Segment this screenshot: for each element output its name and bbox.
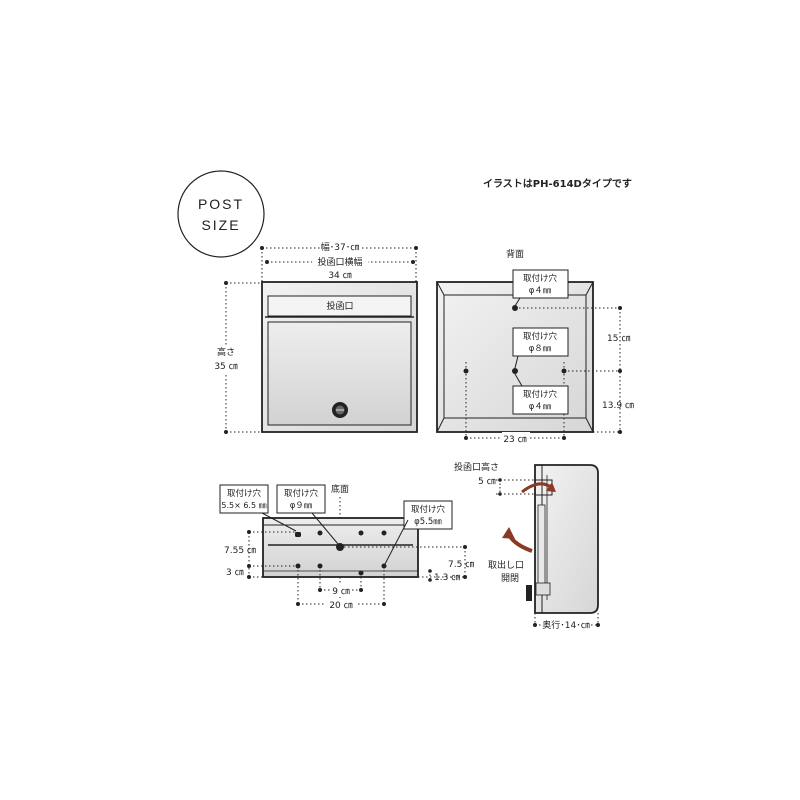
bottom-callout-c [403,500,453,530]
bottom-callout-b [276,484,326,514]
side-depth-label: 奥行･14･㎝ [542,619,589,631]
bottom-view: 底面 取付け穴 5.5× 6.5 ㎜ 取付け穴 φ９㎜ 取付け穴 φ5.5㎜ [219,483,474,611]
illustration-note: イラストはPH-614Dタイプです [483,177,632,190]
side-slot-height-value: 5 ㎝ [478,477,496,487]
back-callout-top [512,269,569,299]
back-dim-lower: 13.9 ㎝ [602,401,634,411]
back-hole-center [512,368,518,374]
side-takeout-action: 開閉 [501,573,519,584]
back-callout-mid [512,327,569,357]
back-callout-low [512,385,569,415]
bottom-hole_b-title: 取付け穴 [284,488,319,499]
bottom-dim-left-lower: 3 ㎝ [226,568,244,578]
bottom-dim-inner: 9 ㎝ [332,587,350,597]
front-view: 幅･37･㎝ 投函口横幅 34 ㎝ 高さ 35 ㎝ 投函口 [212,240,418,434]
bottom-dim-left-upper: 7.55 ㎝ [224,546,256,556]
bottom-hole_a-size: 5.5× 6.5 ㎜ [221,501,266,510]
bottom-hole_a-title: 取付け穴 [227,488,262,499]
bottom-dim-right-upper: 7.5 ㎝ [448,560,474,570]
back-hole_mid-size: φ８㎜ [529,344,552,354]
back-hole_top-title: 取付け穴 [523,273,558,284]
front-height-label: 高さ [217,346,235,358]
back-hole_low-title: 取付け穴 [523,389,558,400]
bottom-callout-a [219,484,269,514]
bottom-hole_b-size: φ９㎜ [290,501,313,511]
side-view: 投函口高さ 5 ㎝ 取出し口 開閉 奥行･14･㎝ [454,461,600,631]
side-handle [526,585,532,601]
bottom-dim-outer: 20 ㎝ [329,601,352,611]
bottom-hole_c-size: φ5.5㎜ [414,517,442,527]
front-width-label: 幅･37･㎝ [321,241,359,253]
bottom-title: 底面 [331,483,349,495]
side-takeout-label: 取出し口 [488,559,524,571]
back-hole_mid-title: 取付け穴 [523,331,558,342]
back-view: 背面 取付け穴 φ４㎜ 取付け穴 φ８㎜ 取付け穴 φ４㎜ 15 ㎝ 13.9 … [436,248,634,445]
badge-line1: POST [198,196,244,212]
side-slot-height-label: 投函口高さ [454,461,499,473]
front-slot-width-label: 投函口横幅 [317,256,362,268]
back-hole_top-size: φ４㎜ [529,286,552,296]
back-dim-width: 23 ㎝ [503,435,526,445]
back-title: 背面 [506,248,524,260]
back-dim-upper: 15 ㎝ [607,334,630,344]
front-slot-width-value: 34 ㎝ [328,271,351,281]
back-hole_low-size: φ４㎜ [529,402,552,412]
front-height-value: 35 ㎝ [214,362,237,372]
badge-line2: SIZE [201,217,240,233]
post-size-badge: POST SIZE [177,170,265,258]
front-slot-label: 投函口 [326,300,353,312]
bottom-dim-right-lower: 1.3 ㎝ [434,573,460,583]
bottom-hole_c-title: 取付け穴 [411,504,446,515]
side-box [534,464,599,614]
bottom-hole-big [336,543,344,551]
bottom-hole-slot [295,532,301,537]
